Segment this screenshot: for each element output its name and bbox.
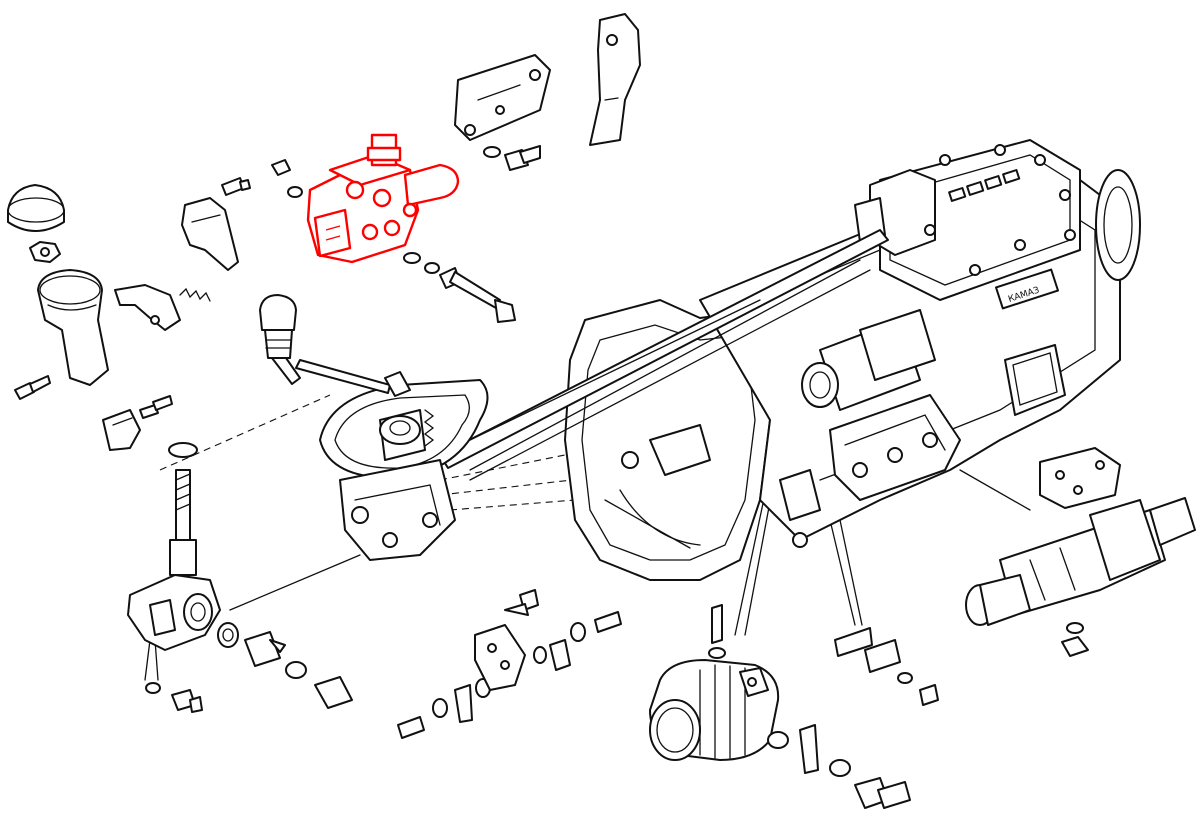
gearbox-housing: КАМАЗ: [564, 139, 1141, 581]
bottom-fasteners: [217, 589, 622, 739]
lower-left-actuator: [127, 442, 221, 713]
highlighted-valve-assembly: [306, 133, 460, 264]
control-mechanism: [295, 359, 489, 561]
right-cylinder: [965, 447, 1196, 657]
top-left-parts: [7, 177, 251, 451]
top-brackets: [271, 13, 641, 323]
front-cover-assembly: [649, 604, 911, 809]
electrical-connector: [259, 294, 301, 385]
small-clips: [834, 627, 939, 706]
